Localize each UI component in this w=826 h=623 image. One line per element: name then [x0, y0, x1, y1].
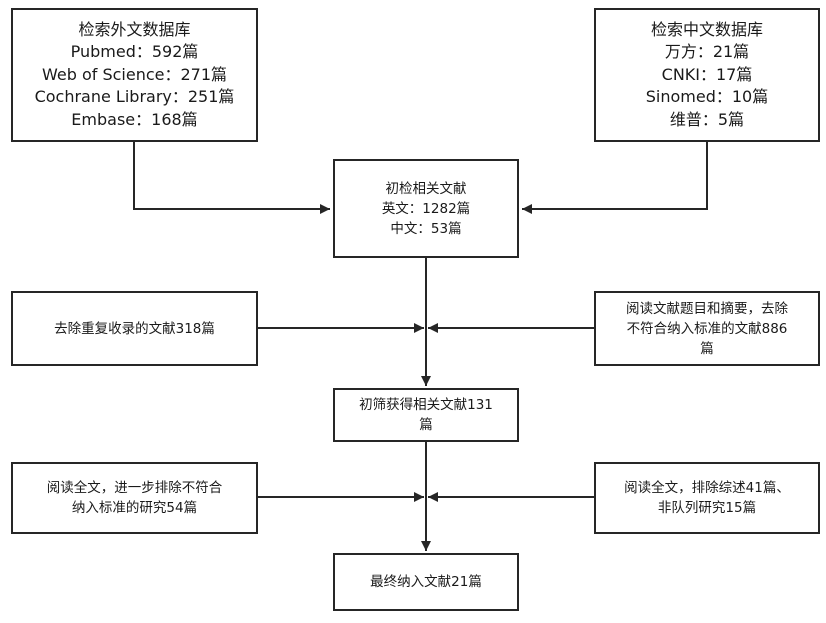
fulltext-exclusion-right-box: 阅读全文，排除综述41篇、 非队列研究15篇: [594, 462, 820, 534]
foreign-database-pubmed: Pubmed：592篇: [70, 42, 199, 62]
final-inclusion-text: 最终纳入文献21篇: [370, 574, 482, 590]
duplicate-removal-box: 去除重复收录的文献318篇: [11, 291, 258, 366]
chinese-database-box: 检索中文数据库 万方：21篇 CNKI：17篇 Sinomed：10篇 维普：5…: [594, 8, 820, 142]
fulltext-exclusion-right-line-1: 阅读全文，排除综述41篇、: [624, 480, 790, 496]
preliminary-screening-box: 初筛获得相关文献131 篇: [333, 388, 519, 442]
foreign-database-cochrane: Cochrane Library：251篇: [34, 87, 235, 107]
abstract-exclusion-line-2: 不符合纳入标准的文献886: [626, 320, 788, 337]
preliminary-screening-line-2: 篇: [419, 417, 433, 433]
initial-search-chinese: 中文：53篇: [390, 220, 462, 237]
preliminary-screening-line-1: 初筛获得相关文献131: [359, 397, 493, 413]
fulltext-exclusion-left-box: 阅读全文，进一步排除不符合 纳入标准的研究54篇: [11, 462, 258, 534]
initial-search-english: 英文：1282篇: [381, 200, 471, 217]
abstract-exclusion-line-1: 阅读文献题目和摘要，去除: [626, 300, 788, 317]
fulltext-exclusion-left-line-2: 纳入标准的研究54篇: [71, 500, 198, 516]
abstract-exclusion-box: 阅读文献题目和摘要，去除 不符合纳入标准的文献886 篇: [594, 291, 820, 366]
fulltext-exclusion-left-line-1: 阅读全文，进一步排除不符合: [46, 480, 223, 496]
connector-foreign-to-initial: [133, 142, 330, 214]
duplicate-removal-text: 去除重复收录的文献318篇: [54, 320, 215, 337]
chinese-database-vip: 维普：5篇: [669, 109, 745, 129]
fulltext-exclusion-right-line-2: 非队列研究15篇: [657, 500, 757, 516]
connector-chinese-to-initial: [522, 142, 708, 214]
final-inclusion-box: 最终纳入文献21篇: [333, 553, 519, 611]
chinese-database-cnki: CNKI：17篇: [661, 64, 753, 84]
foreign-database-box: 检索外文数据库 Pubmed：592篇 Web of Science：271篇 …: [11, 8, 258, 142]
chinese-database-title: 检索中文数据库: [650, 19, 763, 39]
foreign-database-wos: Web of Science：271篇: [41, 64, 228, 84]
chinese-database-sinomed: Sinomed：10篇: [645, 87, 769, 107]
initial-search-title: 初检相关文献: [385, 180, 467, 197]
abstract-exclusion-line-3: 篇: [700, 340, 714, 357]
foreign-database-title: 检索外文数据库: [78, 19, 191, 39]
foreign-database-embase: Embase：168篇: [71, 109, 198, 129]
chinese-database-wanfang: 万方：21篇: [664, 42, 750, 62]
initial-search-box: 初检相关文献 英文：1282篇 中文：53篇: [333, 159, 519, 258]
